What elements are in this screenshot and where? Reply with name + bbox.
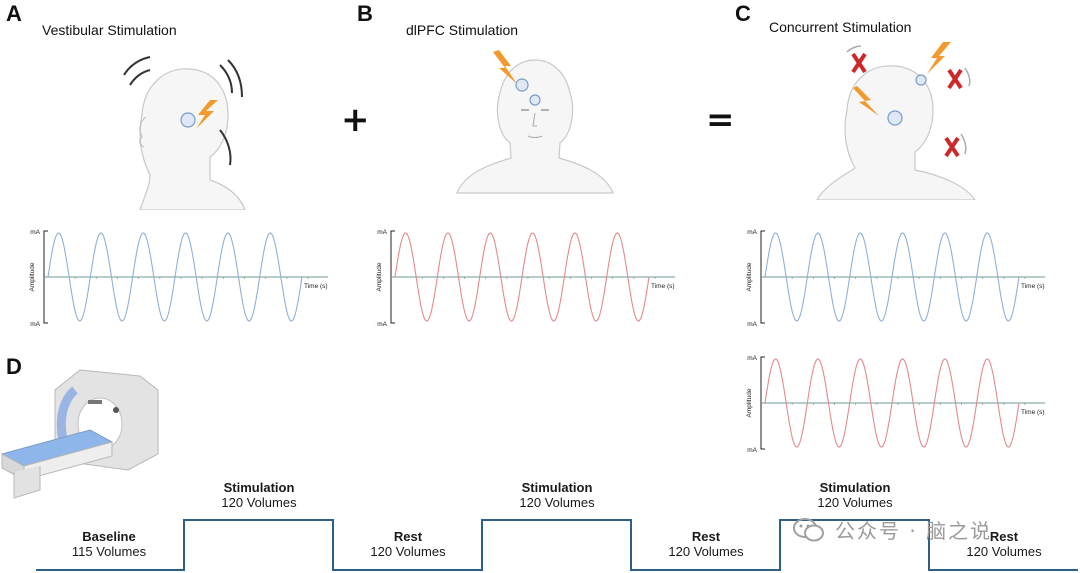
phase-volumes: 120 Volumes [221, 495, 297, 510]
lightning-bolt-icon [853, 86, 879, 116]
lightning-bolt-icon [927, 42, 951, 74]
phase-stimulation-2: Stimulation 120 Volumes [492, 480, 622, 510]
phase-stimulation-3: Stimulation 120 Volumes [790, 480, 920, 510]
chat-bubble-icon [793, 517, 824, 541]
plus-sign: + [341, 100, 370, 140]
watermark-text: 公众号 · 脑之说 [835, 519, 993, 543]
phase-baseline: Baseline 115 Volumes [44, 529, 174, 559]
phase-title: Rest [989, 529, 1019, 544]
y-bottom-label: -2 mA [375, 321, 388, 328]
phase-volumes: 120 Volumes [519, 495, 595, 510]
y-top-label: +2 mA [375, 229, 388, 236]
y-top-label: +2 mA [28, 229, 41, 236]
concurrent-head-illustration [816, 42, 976, 200]
y-top-label: +2 mA [745, 355, 758, 362]
electrode-icon [180, 112, 196, 128]
x-axis-label: Time (s) [1021, 409, 1045, 416]
cross-icon [846, 45, 867, 74]
panel-c-letter: C [735, 1, 751, 26]
sine-wave-series [47, 232, 303, 322]
dlpfc-head-illustration [456, 50, 614, 194]
phase-volumes: 120 Volumes [966, 544, 1042, 559]
y-axis-label: Amplitude [29, 262, 36, 291]
panel-c-title: Concurrent Stimulation [769, 19, 912, 35]
watermark: 公众号 · 脑之说 [793, 515, 992, 544]
lightning-bolt-icon [493, 50, 517, 84]
phase-volumes: 120 Volumes [817, 495, 893, 510]
lightning-bolt-icon [196, 100, 218, 129]
y-bottom-label: -2 mA [28, 321, 41, 328]
panel-d-letter: D [6, 354, 22, 379]
timeline-square-wave [36, 519, 1078, 571]
cross-icon [944, 133, 967, 158]
x-axis-label: Time (s) [651, 283, 675, 290]
y-bottom-label: -2 mA [745, 321, 758, 328]
sine-wave-series [764, 232, 1020, 322]
cross-icon [947, 67, 971, 90]
phase-rest-3: Rest 120 Volumes [939, 529, 1069, 559]
electrode-icon [887, 110, 903, 126]
y-axis-label: Amplitude [376, 262, 383, 291]
phase-title: Stimulation [521, 480, 593, 495]
phase-title: Stimulation [819, 480, 891, 495]
y-axis-label: Amplitude [746, 262, 753, 291]
phase-title: Stimulation [223, 480, 295, 495]
panel-a-letter: A [6, 1, 22, 26]
electrode-icon [515, 78, 529, 92]
phase-stimulation-1: Stimulation 120 Volumes [194, 480, 324, 510]
x-axis-label: Time (s) [304, 283, 328, 290]
phase-volumes: 115 Volumes [71, 544, 147, 559]
phase-volumes: 120 Volumes [668, 544, 744, 559]
panel-b-letter: B [357, 1, 373, 26]
phase-title: Rest [691, 529, 721, 544]
mri-scanner-illustration [0, 369, 159, 499]
sine-wave-series [764, 358, 1020, 448]
phase-title: Baseline [82, 529, 136, 544]
electrode-icon [915, 74, 927, 86]
vestibular-head-illustration [123, 56, 246, 210]
phase-volumes: 120 Volumes [370, 544, 446, 559]
sine-wave-series [394, 232, 650, 322]
phase-title: Rest [393, 529, 423, 544]
equals-sign: = [706, 100, 735, 140]
electrode-icon [529, 94, 541, 106]
y-top-label: +2 mA [745, 229, 758, 236]
y-axis-label: Amplitude [746, 388, 753, 417]
phase-rest-1: Rest 120 Volumes [343, 529, 473, 559]
panel-a-title: Vestibular Stimulation [42, 22, 177, 38]
y-bottom-label: -2 mA [745, 447, 758, 454]
stimulation-timeline [36, 519, 1078, 571]
panel-b-title: dlPFC Stimulation [406, 22, 519, 38]
phase-rest-2: Rest 120 Volumes [641, 529, 771, 559]
x-axis-label: Time (s) [1021, 283, 1045, 290]
